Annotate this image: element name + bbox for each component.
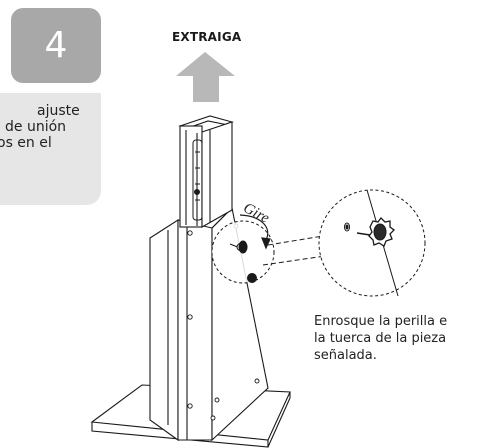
rotate-arrow-icon	[239, 214, 271, 250]
knob-detail-zoom	[318, 189, 426, 297]
height-slot	[192, 139, 203, 221]
instruction-line: ajuste	[37, 103, 80, 119]
extract-arrow-icon	[176, 52, 235, 102]
caption-line: Enrosque la perilla e	[314, 314, 448, 329]
callout-connectors	[262, 235, 326, 266]
knob-detail-small	[211, 220, 275, 284]
instruction-line: de unión	[5, 119, 67, 135]
instruction-line: os en el	[0, 135, 52, 151]
caption-line: la tuerca de la pieza	[314, 331, 447, 346]
step-number: 4	[44, 25, 68, 66]
step-number-badge: 4	[11, 8, 101, 83]
instruction-text-box: ajuste de unión os en el	[0, 93, 101, 205]
knob-caption: Enrosque la perilla e la tuerca de la pi…	[314, 313, 447, 364]
extract-label: EXTRAIGA	[172, 30, 242, 44]
caption-line: señalada.	[314, 348, 377, 363]
inner-column	[178, 115, 234, 228]
marked-nut-dot	[247, 273, 257, 283]
